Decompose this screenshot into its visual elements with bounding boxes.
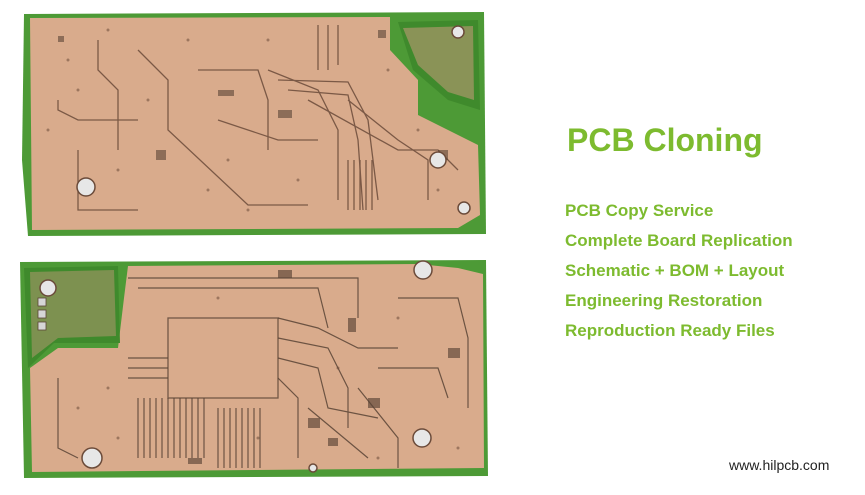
pcb-board-bottom: [20, 260, 488, 478]
feature-list: PCB Copy Service Complete Board Replicat…: [565, 200, 793, 350]
website-url: www.hilpcb.com: [729, 457, 830, 473]
feature-item: PCB Copy Service: [565, 201, 714, 220]
feature-item: Schematic + BOM + Layout: [565, 261, 785, 280]
page-title: PCB Cloning: [567, 122, 763, 158]
pcb-photos: [20, 12, 488, 478]
feature-item: Complete Board Replication: [565, 231, 793, 250]
feature-item: Engineering Restoration: [565, 291, 763, 310]
feature-item: Reproduction Ready Files: [565, 321, 775, 340]
pcb-board-top: [22, 12, 486, 236]
